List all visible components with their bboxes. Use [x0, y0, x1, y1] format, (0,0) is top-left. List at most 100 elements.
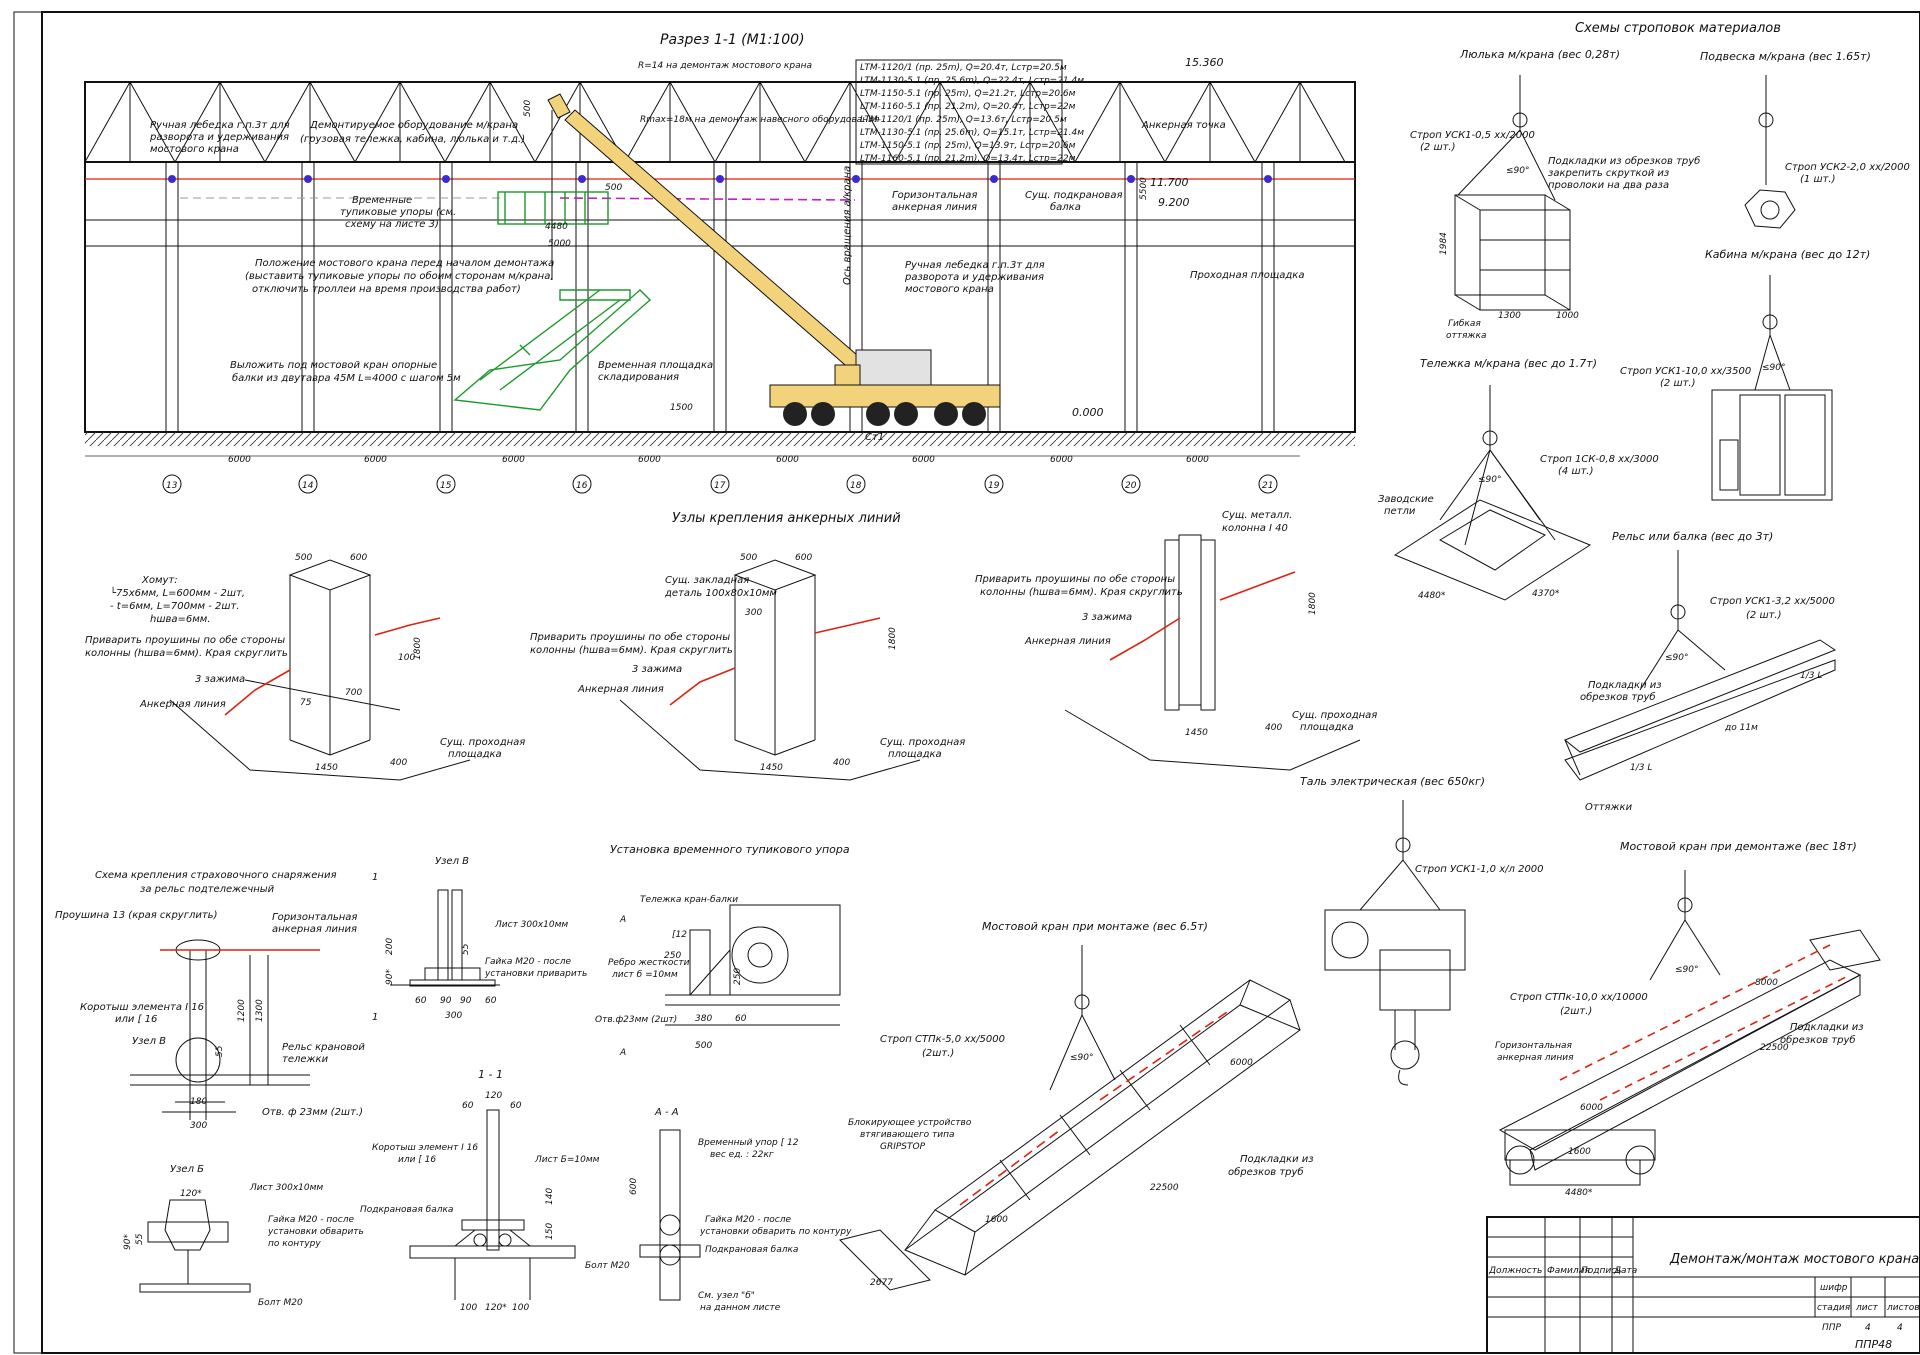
dim: 4480*: [1565, 1188, 1593, 1198]
cut-1-1-notes: Коротыш элемент I 16 или [ 16 Лист Б=10м…: [360, 1091, 630, 1313]
suspension-sling: (1 шт.): [1800, 174, 1836, 185]
dim: 1450: [315, 763, 338, 773]
dim-5000: 5000: [548, 239, 571, 249]
note: лист б =10мм: [611, 970, 678, 980]
bridge-crane-green: [453, 191, 652, 411]
note-winch-left: мостового крана: [150, 144, 239, 155]
radius-label2: Rmax=18м на демонтаж навесного оборудова…: [640, 115, 880, 125]
bridge-mount-title: Мостовой кран при монтаже (вес 6.5т): [982, 920, 1208, 933]
dim: 1800: [413, 637, 423, 660]
dim: 400: [390, 758, 407, 768]
axis-label: 18: [850, 481, 862, 491]
anchor-node-3-notes: Сущ. металл. колонна I 40 Приварить проу…: [975, 510, 1377, 738]
note-winch-left: Ручная лебедка г.п.3т для: [150, 119, 290, 131]
dim: 1800: [1308, 592, 1318, 615]
note: Анкерная линия: [139, 699, 226, 710]
note-rotation-axis: Ось вращения а/крана: [842, 166, 853, 285]
note-winch-right: мостового крана: [905, 284, 994, 295]
note: Сущ. закладная: [665, 575, 749, 586]
note: hшва=6мм.: [150, 614, 211, 625]
node-v-title: Узел В: [435, 856, 469, 867]
dim: 90*: [123, 1234, 133, 1250]
axis-label: 20: [1125, 481, 1137, 491]
note: Ребро жесткости: [608, 958, 690, 968]
note: Строп СТПк-5,0 хх/5000: [880, 1034, 1005, 1045]
note: Горизонтальная: [272, 912, 357, 923]
cradle-dim: 1300: [1498, 311, 1521, 321]
note-walkway: Проходная площадка: [1190, 270, 1304, 281]
note: Болт М20: [258, 1298, 303, 1308]
note: Подкрановая балка: [705, 1245, 798, 1255]
rail-sling: (2 шт.): [1746, 610, 1782, 621]
note-platform: складирования: [598, 372, 679, 383]
cradle-angle: ≤90°: [1506, 166, 1530, 176]
note: анкерная линия: [272, 924, 357, 935]
note: Анкерная линия: [1024, 636, 1111, 647]
note: Подкладки из: [1790, 1022, 1864, 1033]
dim: ≤90°: [1675, 965, 1699, 975]
note: деталь 100х80х10мм: [664, 588, 777, 599]
dim: 120: [485, 1091, 502, 1101]
cabin-angle: ≤90°: [1762, 363, 1786, 373]
note-position: Положение мостового крана перед началом …: [255, 258, 554, 269]
dim: 8000: [1755, 978, 1778, 988]
stamp-header: Фамилия: [1547, 1266, 1591, 1276]
note: Проушина 13 (края скруглить): [55, 910, 217, 921]
elevation-mid: 11.700: [1150, 176, 1189, 189]
bridge-mount-drawing: [839, 945, 1302, 1291]
note-position: отключить троллеи на время производства …: [252, 283, 521, 295]
dim: 55: [135, 1233, 145, 1245]
dim: 1800: [888, 627, 898, 650]
note: Отв.ф23мм (2шт): [595, 1015, 677, 1025]
dim: ≤90°: [1070, 1053, 1094, 1063]
dim: 300: [190, 1121, 207, 1131]
cradle-dim: 1984: [1439, 232, 1449, 255]
cabin-title: Кабина м/крана (вес до 12т): [1705, 248, 1870, 261]
dim: 1450: [760, 763, 783, 773]
cradle-pads: Подкладки из обрезков труб: [1548, 155, 1700, 167]
cradle-guy: Гибкая: [1448, 319, 1481, 329]
dim: 60: [510, 1101, 522, 1111]
crane-row: LTM-1120/1 (пр. 25m), Q=13.6т, Lстр=20.5…: [860, 115, 1067, 125]
cabin-drawing: [1711, 275, 1833, 501]
stamp-label: стадия: [1817, 1303, 1851, 1313]
bridge-dismount-red-line: [1559, 944, 1851, 1101]
cradle-pads: проволоки на два раза: [1548, 180, 1669, 191]
trolley-sling: Строп 1СК-0,8 хх/3000: [1540, 454, 1659, 465]
dim: 22500: [1760, 1043, 1789, 1053]
span-label: 6000: [912, 455, 935, 465]
dim: 380: [695, 1014, 712, 1024]
section-notes: Ручная лебедка г.п.3т для разворота и уд…: [149, 119, 1304, 443]
cut-1-1: 1 - 1 Коротыш элемент I 16 или [ 16 Лист…: [360, 1068, 630, 1313]
note: Лист 300х10мм: [494, 920, 568, 930]
rail-pads: обрезков труб: [1580, 691, 1656, 703]
crane-row: LTM-1160-5.1 (пр. 21.2m), Q=13.4т, Lстр=…: [860, 154, 1076, 164]
note: Приварить проушины по обе стороны: [530, 631, 730, 643]
anchor-node-1-notes: Хомут: └75х6мм, L=600мм - 2шт, - t=6мм, …: [85, 553, 525, 773]
note: Рельс крановой: [282, 1042, 365, 1053]
stamp-value: 4: [1865, 1323, 1871, 1333]
dim: 75: [300, 698, 312, 708]
axis-label: 19: [988, 481, 1000, 491]
rail-dim: 1/3 L: [1800, 671, 1822, 681]
note: GRIPSTOP: [880, 1142, 926, 1152]
node-b-title: Узел Б: [170, 1164, 204, 1175]
stamp-code: ППР48: [1855, 1338, 1892, 1351]
rail-dim: 1/3 L: [1630, 763, 1652, 773]
anchor-nodes-title: Узлы крепления анкерных линий: [672, 511, 901, 526]
rail-drawing: [1564, 550, 1837, 781]
cabin-sling: Строп УСК1-10,0 хх/3500: [1620, 366, 1751, 377]
section-mark: 1: [372, 872, 378, 883]
note-stops: тупиковые упоры (см.: [340, 207, 456, 218]
crane-row: LTM-1130-5.1 (пр. 25.6m), Q=22.4т, Lстр=…: [860, 76, 1084, 86]
anchor-node-3-drawing: [1064, 534, 1361, 771]
stamp-header: Подпись: [1581, 1266, 1621, 1276]
trolley-loops: Заводские: [1378, 494, 1434, 505]
crane-table: LTM-1120/1 (пр. 25m), Q=20.4т, Lстр=20.5…: [855, 59, 1084, 165]
bridge-dismount: Мостовой кран при демонтаже (вес 18т) Ст…: [1495, 840, 1881, 1198]
dim: 60: [735, 1014, 747, 1024]
safety-title: за рельс подтележечный: [140, 884, 275, 895]
dim: 180: [190, 1097, 207, 1107]
stamp-value: 4: [1897, 1323, 1903, 1333]
rail-dim: до 11м: [1724, 723, 1758, 733]
